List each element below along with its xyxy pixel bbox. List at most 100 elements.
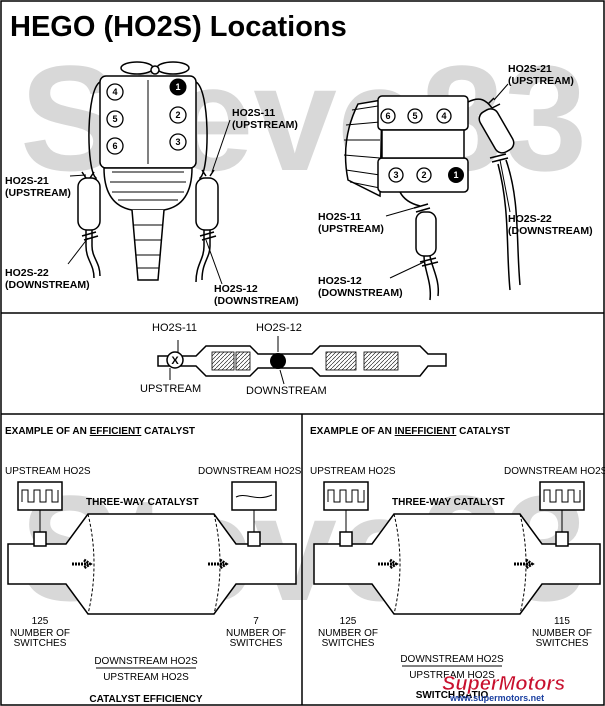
sensor-ho2s11-tl (201, 169, 215, 177)
sensor-ho2s22-tl (81, 231, 99, 241)
efficient-upstream-label: UPSTREAM HO2S (5, 466, 91, 477)
exhaust-system-middle: X HO2S-11 HO2S-12 UPSTREAM DOWNSTREAM (140, 322, 447, 397)
cylinder-2: 2 (169, 106, 187, 124)
inefficient-catalyst-panel: EXAMPLE OF AN INEFFICIENT CATALYST UPSTR… (310, 426, 605, 701)
svg-text:6: 6 (112, 141, 117, 151)
svg-text:(DOWNSTREAM): (DOWNSTREAM) (214, 295, 299, 307)
cylinder-1-side: 1 (448, 167, 464, 183)
svg-text:6: 6 (385, 111, 390, 121)
logo-url: www.supermotors.net (449, 693, 544, 703)
cylinder-5-side: 5 (407, 108, 423, 124)
svg-text:(UPSTREAM): (UPSTREAM) (5, 187, 71, 199)
svg-text:X: X (171, 355, 179, 367)
cylinder-1: 1 (169, 78, 187, 96)
inefficient-header: EXAMPLE OF AN INEFFICIENT CATALYST (310, 426, 510, 437)
svg-text:SWITCHES: SWITCHES (536, 638, 589, 649)
catalyst-right (195, 177, 219, 231)
manifold-left (88, 81, 101, 185)
efficient-down-count: 7 (253, 616, 259, 627)
efficient-catalyst-label: THREE-WAY CATALYST (86, 497, 199, 508)
bellhousing (103, 167, 193, 211)
cylinder-4-side: 4 (436, 108, 452, 124)
svg-text:NUMBER OF: NUMBER OF (226, 628, 286, 639)
label-ho2s12-mid: HO2S-12 (256, 322, 302, 334)
sensor-ho2s12-tl (199, 231, 217, 241)
efficient-caption: CATALYST EFFICIENCY (89, 694, 202, 705)
downstream-sensor-marker (270, 353, 286, 369)
svg-text:(DOWNSTREAM): (DOWNSTREAM) (508, 225, 593, 237)
svg-text:5: 5 (412, 111, 417, 121)
label-ho2s22-tr: HO2S-22 (508, 213, 552, 225)
svg-text:3: 3 (393, 170, 398, 180)
efficient-downstream-label: DOWNSTREAM HO2S (198, 466, 302, 477)
page-title: HEGO (HO2S) Locations (10, 11, 347, 43)
manifold-right (195, 81, 208, 185)
label-ho2s11-tl: HO2S-11 (232, 107, 275, 119)
svg-text:4: 4 (441, 111, 446, 121)
efficient-up-count: 125 (32, 616, 49, 627)
label-ho2s21-tl: HO2S-21 (5, 175, 49, 187)
svg-text:5: 5 (112, 114, 117, 124)
svg-text:SWITCHES: SWITCHES (14, 638, 67, 649)
svg-text:1: 1 (453, 170, 458, 180)
label-downstream-mid: DOWNSTREAM (246, 385, 327, 397)
inefficient-downstream-label: DOWNSTREAM HO2S (504, 466, 605, 477)
svg-text:(UPSTREAM): (UPSTREAM) (508, 75, 574, 87)
label-ho2s22-tl: HO2S-22 (5, 267, 49, 279)
cylinder-4: 4 (106, 83, 124, 101)
label-upstream-mid: UPSTREAM (140, 383, 201, 395)
svg-text:NUMBER OF: NUMBER OF (532, 628, 592, 639)
label-ho2s11-mid: HO2S-11 (152, 322, 197, 334)
cylinder-3: 3 (169, 133, 187, 151)
svg-text:SWITCHES: SWITCHES (322, 638, 375, 649)
cylinder-5: 5 (106, 110, 124, 128)
fan-hub (150, 65, 160, 75)
inefficient-ratio-numerator: DOWNSTREAM HO2S (400, 654, 504, 665)
cylinder-6: 6 (106, 137, 124, 155)
catalyst-left (77, 177, 101, 231)
label-ho2s12-tl: HO2S-12 (214, 283, 258, 295)
inefficient-caption: SWITCH RATIO (416, 690, 489, 701)
svg-text:(UPSTREAM): (UPSTREAM) (232, 119, 298, 131)
inefficient-ratio-denominator: UPSTREAM HO2S (409, 670, 495, 681)
label-ho2s11-tr: HO2S-11 (318, 211, 361, 223)
inefficient-down-count: 115 (554, 616, 570, 627)
cylinder-3-side: 3 (388, 167, 404, 183)
label-ho2s12-tr: HO2S-12 (318, 275, 362, 287)
supermotors-logo: SuperMotors www.supermotors.net (442, 673, 566, 703)
svg-text:(DOWNSTREAM): (DOWNSTREAM) (318, 287, 403, 299)
svg-text:3: 3 (175, 137, 180, 147)
svg-text:1: 1 (175, 82, 180, 92)
catalyst-side-left (415, 211, 437, 257)
engine-side-view: 6 5 4 3 2 1 HO2S-21 (UPSTREAM) HO2S-22 (… (318, 63, 593, 301)
inefficient-catalyst-label: THREE-WAY CATALYST (392, 497, 505, 508)
svg-text:(UPSTREAM): (UPSTREAM) (318, 223, 384, 235)
engine-front-view: 4 5 6 1 2 3 HO2S-11 (UPSTREAM) HO2S-21 (… (5, 61, 299, 307)
svg-text:2: 2 (421, 170, 426, 180)
fan-blade-right (156, 61, 190, 75)
upstream-sensor-marker (166, 351, 184, 369)
label-ho2s21-tr: HO2S-21 (508, 63, 552, 75)
svg-text:NUMBER OF: NUMBER OF (10, 628, 70, 639)
logo-brand: SuperMotors (442, 673, 565, 695)
svg-text:NUMBER OF: NUMBER OF (318, 628, 378, 639)
svg-text:4: 4 (112, 87, 117, 97)
cylinder-6-side: 6 (380, 108, 396, 124)
inefficient-up-count: 125 (340, 616, 357, 627)
efficient-catalyst-panel: EXAMPLE OF AN EFFICIENT CATALYST UPSTREA… (5, 426, 302, 705)
svg-text:SWITCHES: SWITCHES (230, 638, 283, 649)
efficient-header: EXAMPLE OF AN EFFICIENT CATALYST (5, 426, 195, 437)
svg-text:2: 2 (175, 110, 180, 120)
inefficient-upstream-label: UPSTREAM HO2S (310, 466, 396, 477)
cylinder-2-side: 2 (416, 167, 432, 183)
transmission-tail (131, 209, 165, 281)
fan-blade-left (120, 61, 154, 75)
exhaust-pipe (157, 345, 447, 377)
efficient-ratio-numerator: DOWNSTREAM HO2S (94, 656, 198, 667)
efficient-ratio-denominator: UPSTREAM HO2S (103, 672, 189, 683)
svg-text:(DOWNSTREAM): (DOWNSTREAM) (5, 279, 90, 291)
catalyst-side-right (478, 108, 515, 154)
